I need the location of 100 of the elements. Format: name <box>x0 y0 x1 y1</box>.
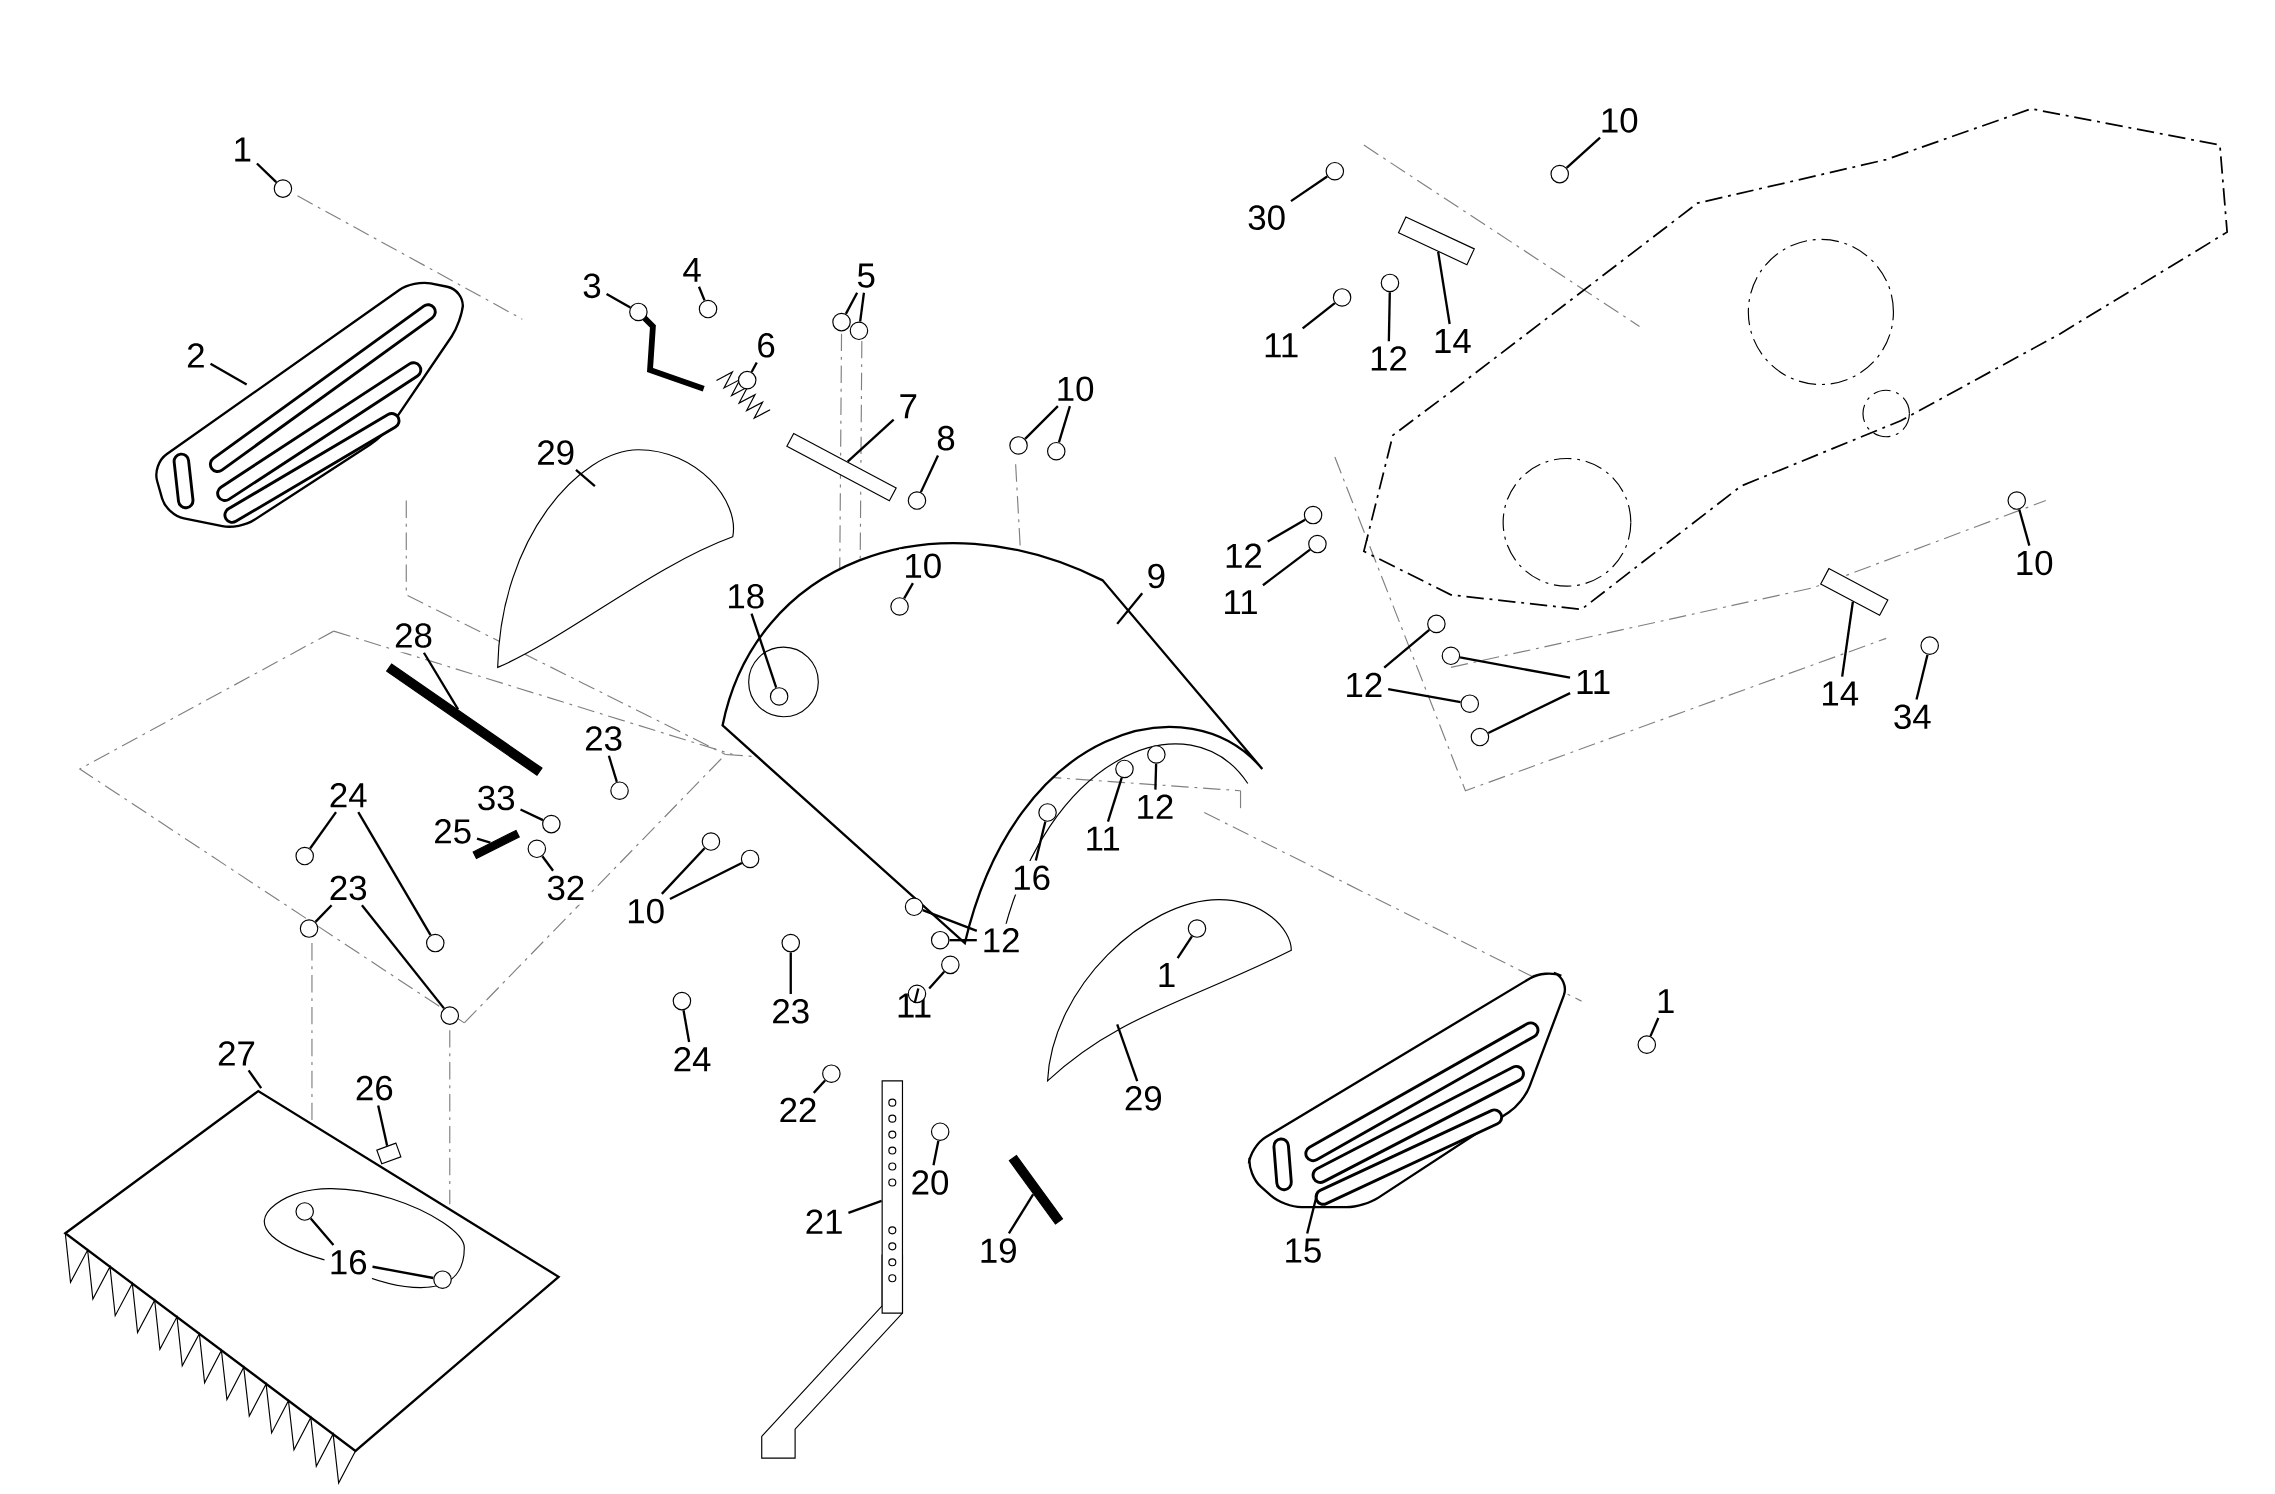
callout-number: 11 <box>1258 328 1304 362</box>
callout-number: 32 <box>542 871 590 905</box>
fastener <box>426 933 445 953</box>
fastener <box>1325 161 1345 181</box>
leader-line <box>928 970 946 990</box>
callout-number: 18 <box>722 579 770 613</box>
leader-line <box>607 755 618 782</box>
callout-number: 9 <box>1142 559 1171 593</box>
callout-number: 1 <box>1651 984 1680 1018</box>
fastener <box>2007 491 2027 510</box>
fastener <box>672 991 692 1011</box>
fastener <box>295 1202 314 1221</box>
fastener <box>832 312 851 332</box>
callout-number: 1 <box>1152 958 1181 992</box>
callout-number: 14 <box>1428 324 1477 358</box>
leader-line <box>1106 777 1123 822</box>
leader-line <box>541 855 554 872</box>
leader-line <box>361 904 445 1009</box>
leader-line <box>372 1265 434 1279</box>
callout-number: 2 <box>181 338 210 372</box>
leader-line <box>309 811 337 849</box>
callout-number: 10 <box>899 548 947 583</box>
fastener <box>1308 534 1327 554</box>
fastener <box>440 1006 460 1025</box>
fastener <box>1038 803 1057 822</box>
leader-line <box>844 292 859 315</box>
callout-number: 10 <box>2010 546 2058 580</box>
fastener <box>295 846 314 866</box>
callout-number: 12 <box>1340 668 1388 702</box>
callout-number: 34 <box>1888 699 1936 734</box>
fastener <box>1380 273 1400 292</box>
leader-line <box>1649 1017 1660 1037</box>
fastener <box>1920 636 1939 655</box>
callout-number: 23 <box>767 994 815 1028</box>
leader-line <box>1387 687 1461 703</box>
leader-line <box>247 1069 263 1089</box>
callout-number: 10 <box>1051 371 1099 406</box>
leader-line <box>1301 302 1336 330</box>
leader-line <box>812 1079 826 1094</box>
fastener <box>1427 614 1446 633</box>
fastener <box>822 1064 841 1083</box>
fastener <box>610 781 629 800</box>
callout-number: 16 <box>1007 860 1056 895</box>
leader-line <box>377 1104 389 1146</box>
fastener <box>299 919 319 938</box>
leader-line <box>1154 763 1158 790</box>
fastener <box>890 596 909 616</box>
callout-number: 22 <box>774 1093 822 1127</box>
callout-number: 16 <box>324 1245 372 1279</box>
leader-line <box>1176 935 1193 959</box>
callout-number: 4 <box>678 253 707 286</box>
fastener <box>904 897 924 916</box>
callout-number: 15 <box>1279 1233 1327 1267</box>
leader-line <box>913 988 920 1003</box>
leader-line <box>922 908 978 932</box>
fastener <box>1550 164 1569 184</box>
callout-number: 14 <box>1816 677 1864 710</box>
leader-line <box>1290 175 1328 202</box>
fastener <box>1303 505 1323 525</box>
leader-line <box>309 1217 335 1246</box>
callout-number: 30 <box>1242 200 1291 235</box>
leader-line <box>1057 405 1071 443</box>
fastener <box>1115 759 1134 779</box>
callout-number: 29 <box>1119 1081 1168 1115</box>
leader-line <box>357 811 432 936</box>
callout-number: 23 <box>579 721 628 755</box>
leader-line <box>1262 548 1311 586</box>
leader-line <box>919 454 940 493</box>
callout-number: 3 <box>577 268 606 303</box>
bracket <box>1819 567 1889 616</box>
fastener <box>849 321 869 340</box>
fastener <box>907 491 927 510</box>
leader-line <box>949 938 977 942</box>
fastener <box>629 302 648 321</box>
callout-number: 7 <box>894 389 923 423</box>
leader-line <box>476 837 491 844</box>
fastener <box>1470 727 1490 747</box>
fastener <box>941 955 960 974</box>
leader-line <box>1841 601 1854 677</box>
fastener <box>542 814 561 834</box>
leader-line <box>1024 405 1059 440</box>
fastener <box>433 1270 452 1289</box>
leader-line <box>932 1140 940 1166</box>
callout-number: 6 <box>752 328 781 362</box>
callout-number: 12 <box>1131 790 1179 823</box>
callout-number: 10 <box>1595 103 1643 137</box>
leader-line <box>575 468 596 487</box>
callout-number: 25 <box>429 814 477 848</box>
fastener <box>1460 694 1480 713</box>
callout-number: 24 <box>324 778 372 812</box>
callout-number: 21 <box>800 1204 848 1238</box>
fastener <box>781 933 801 953</box>
callout-number: 11 <box>1080 822 1126 855</box>
fastener <box>527 839 547 858</box>
bracket <box>786 432 897 502</box>
leader-line <box>606 292 631 309</box>
fastener <box>930 930 950 950</box>
callout-number: 29 <box>532 435 580 470</box>
callout-number: 33 <box>472 781 520 815</box>
callout-number: 1 <box>228 132 257 166</box>
